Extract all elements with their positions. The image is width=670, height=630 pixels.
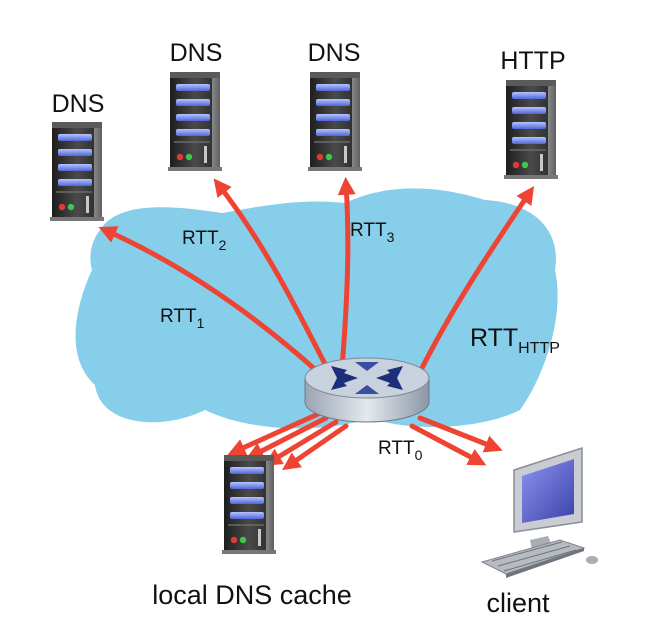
dns-server-3-icon [307, 71, 363, 172]
dns-server-2-icon [167, 71, 223, 172]
rtt-http-sub: HTTP [518, 340, 560, 357]
local-dns-cache-server-icon [221, 454, 277, 555]
arrow-cache-4 [282, 423, 349, 471]
dns-server-3-label: DNS [308, 39, 361, 67]
arrow-cache-3 [263, 419, 339, 466]
rtt0-base: RTT [378, 438, 415, 459]
rtt1-sub: 1 [197, 315, 205, 331]
rtt0-label: RTT0 [378, 438, 423, 463]
http-server-label: HTTP [500, 47, 565, 75]
rtt-http-base: RTT [470, 324, 518, 352]
rtt2-sub: 2 [219, 237, 227, 253]
arrow-rtt3 [337, 176, 356, 371]
local-dns-cache-label: local DNS cache [152, 580, 352, 610]
rtt0-sub: 0 [415, 447, 423, 463]
network-cloud [75, 188, 558, 429]
rtt2-base: RTT [182, 228, 219, 249]
http-server-icon [503, 79, 559, 180]
rtt2-label: RTT2 [182, 228, 227, 253]
dns-server-1-label: DNS [52, 90, 105, 118]
rtt1-base: RTT [160, 306, 197, 327]
rtt3-base: RTT [350, 220, 387, 241]
client-computer-icon [480, 446, 598, 578]
arrow-rtt-http [417, 186, 535, 375]
router-icon [304, 357, 430, 423]
client-label: client [486, 588, 550, 618]
dns-server-1-icon [49, 121, 105, 222]
dns-server-2-label: DNS [170, 39, 223, 67]
arrow-rtt2 [213, 178, 331, 373]
arrow-client-2 [409, 423, 487, 466]
arrow-rtt1 [98, 226, 321, 375]
rtt3-sub: 3 [387, 229, 395, 245]
arrows [98, 176, 535, 471]
rtt-http-label: RTTHTTP [470, 324, 560, 357]
rtt3-label: RTT3 [350, 220, 395, 245]
arrow-client-1 [417, 415, 503, 453]
rtt1-label: RTT1 [160, 306, 205, 331]
